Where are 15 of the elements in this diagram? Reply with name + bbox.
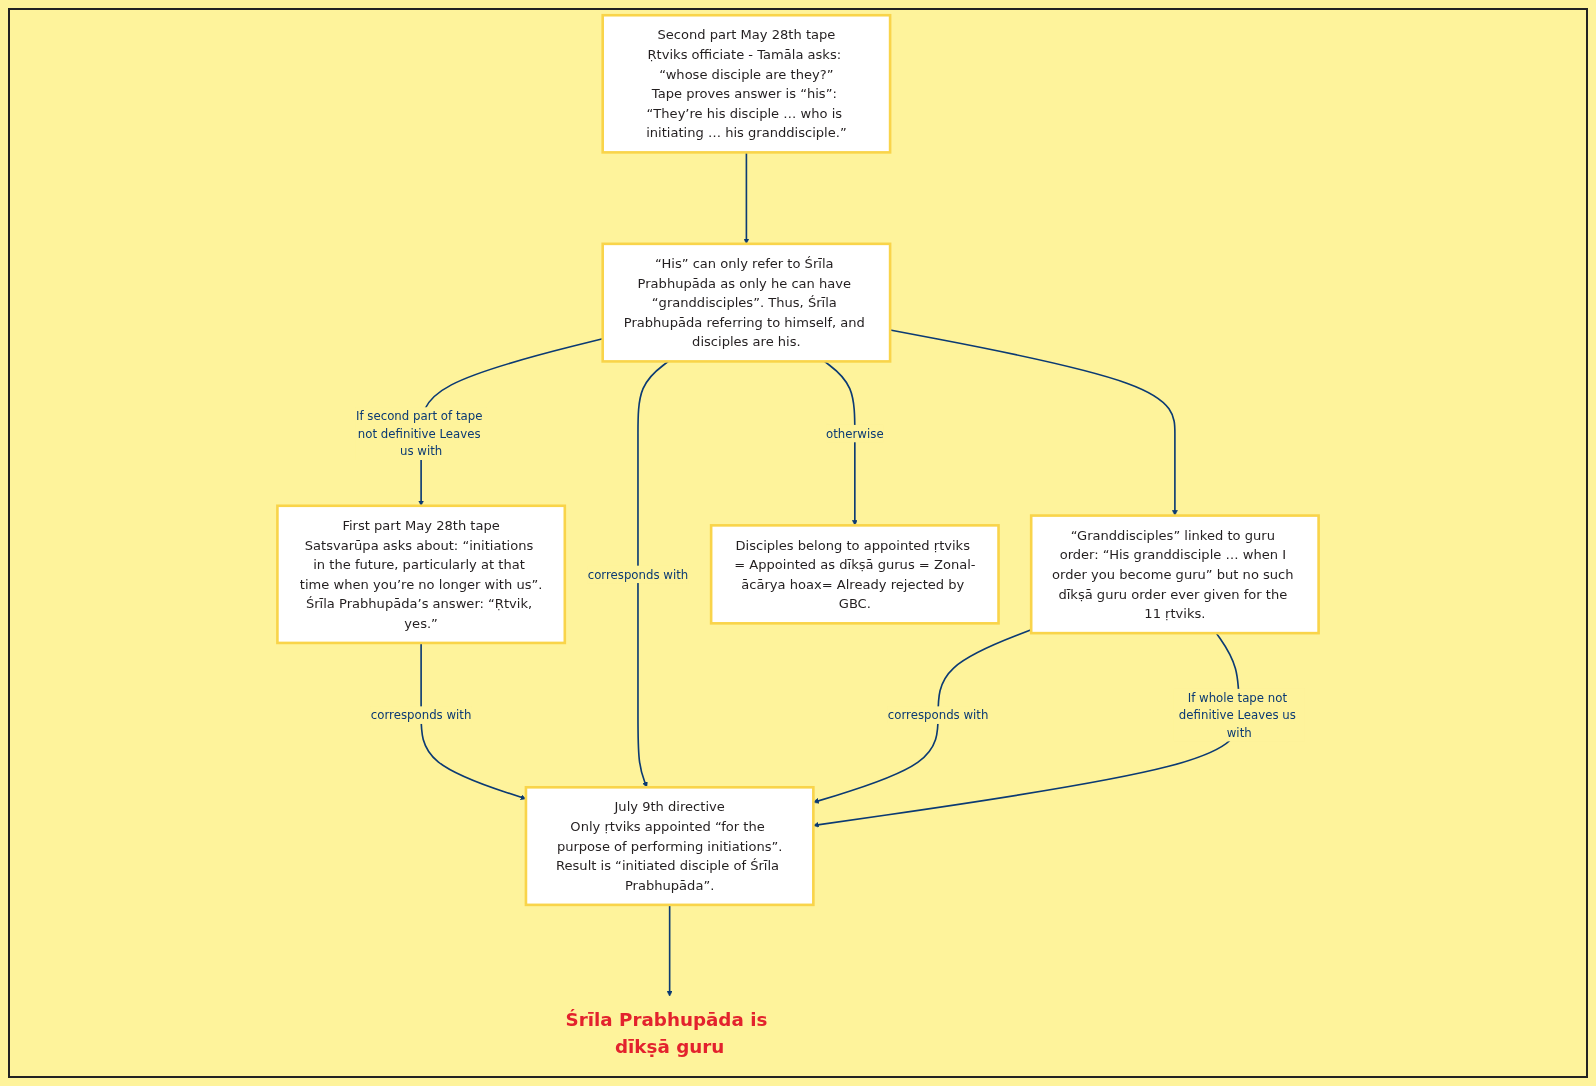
node-box: “Granddisciples” linked to guru order: “His granddisciple … when I order you become guru” but no such dīkṣā guru order ever given for the 11 ṛtviks. (1029, 514, 1320, 635)
edge-label: corresponds with (587, 567, 689, 582)
node-text: Śrīla Prabhupāda is dīkṣā guru (565, 1008, 768, 1058)
node-box: July 9th directive Only ṛtviks appointed “for the purpose of performing initiations”. Result is “initiated disciple of Śrīla Prabhupāda”. (524, 786, 815, 907)
arrow (813, 629, 1032, 804)
node-box: Second part May 28th tape Ṛtviks officiate - Tamāla asks: “whose disciple are they?” Tape proves answer is “his”: “They’re his disciple … who is initiating … his granddisciple.” (601, 13, 892, 154)
arrow (666, 904, 673, 997)
edge-label: otherwise (826, 426, 884, 441)
edge-label: corresponds with (370, 708, 472, 722)
node-box: First part May 28th tape Satsvarūpa asks about: “initiations in the future, particularly at that time when you’re no longer with us”. Śrīla Prabhupāda’s answer: “Ṛtvik, yes.” (276, 504, 567, 645)
node-box: Disciples belong to appointed ṛtviks = Appointed as dīkṣā gurus = Zonal-ācārya hoax= Already rejected by GBC. (709, 524, 1000, 625)
edge-label: If whole tape not definitive Leaves us with (1178, 690, 1296, 740)
edge-label: corresponds with (887, 708, 989, 722)
node-box: “His” can only refer to Śrīla Prabhupāda as only he can have “granddisciples”. Thus, Śrīla Prabhupāda referring to himself, and disciples are his. (601, 242, 892, 363)
edge-label: If second part of tape not definitive Leaves us with (356, 409, 483, 459)
